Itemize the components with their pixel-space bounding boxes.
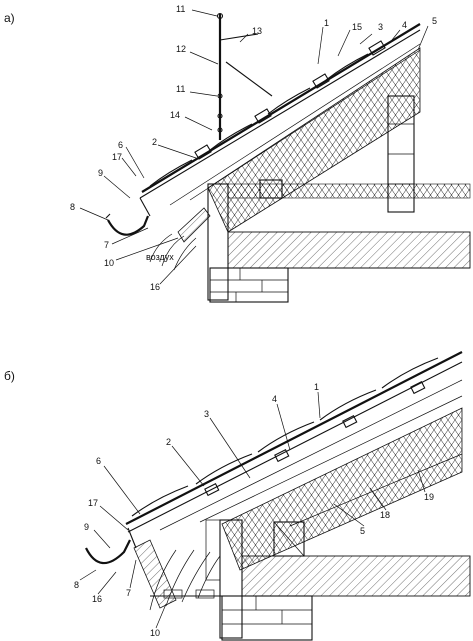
panel-b-insulation <box>221 407 463 571</box>
callout-b-16: 16 <box>92 594 102 604</box>
callout-a-7: 7 <box>104 240 109 250</box>
callout-a-10: 10 <box>104 258 114 268</box>
callout-b-17: 17 <box>88 498 98 508</box>
panel-b-leaders <box>79 391 426 629</box>
callout-a-15: 15 <box>352 22 362 32</box>
panel-b-callouts: 1 4 3 2 6 19 18 5 17 9 8 16 7 10 <box>74 382 434 638</box>
callout-a-6: 6 <box>118 140 123 150</box>
callout-a-14: 14 <box>170 110 180 120</box>
callout-a-13: 13 <box>252 26 262 36</box>
callout-a-2: 2 <box>152 137 157 147</box>
callout-a-16: 16 <box>150 282 160 292</box>
panel-b-wall <box>205 519 471 641</box>
callout-a-4: 4 <box>402 20 407 30</box>
callout-a-1: 1 <box>324 18 329 28</box>
callout-b-18: 18 <box>380 510 390 520</box>
callout-b-1: 1 <box>314 382 319 392</box>
callout-b-2: 2 <box>166 437 171 447</box>
callout-b-5: 5 <box>360 526 365 536</box>
panel-b: б) <box>4 351 471 641</box>
panel-b-eaves <box>85 527 222 611</box>
callout-a-3: 3 <box>378 22 383 32</box>
panel-a-wall <box>207 95 471 303</box>
panel-b-tiles <box>131 357 439 517</box>
panel-a: а) <box>4 4 471 303</box>
callout-b-6: 6 <box>96 456 101 466</box>
callout-b-10: 10 <box>150 628 160 638</box>
panel-a-callouts: 11 13 1 15 3 4 5 12 11 14 2 6 17 9 8 7 1… <box>70 4 437 292</box>
panel-a-label: а) <box>4 11 15 25</box>
callout-b-4: 4 <box>272 394 277 404</box>
panel-a-leaders <box>79 9 429 285</box>
callout-b-3: 3 <box>204 409 209 419</box>
panel-a-eaves <box>105 197 211 271</box>
panel-b-label: б) <box>4 369 15 383</box>
panel-a-roof-ladder <box>216 12 273 140</box>
callout-a-8: 8 <box>70 202 75 212</box>
callout-b-7: 7 <box>126 588 131 598</box>
callout-b-19: 19 <box>424 492 434 502</box>
callout-a-12: 12 <box>176 44 186 54</box>
panel-a-tiles <box>149 40 386 187</box>
callout-a-17: 17 <box>112 152 122 162</box>
air-label: воздух <box>146 252 174 262</box>
callout-b-8: 8 <box>74 580 79 590</box>
callout-a-9: 9 <box>98 168 103 178</box>
callout-a-5: 5 <box>432 16 437 26</box>
callout-b-9: 9 <box>84 522 89 532</box>
callout-a-11-top: 11 <box>176 4 185 14</box>
callout-a-11-mid: 11 <box>176 84 185 94</box>
